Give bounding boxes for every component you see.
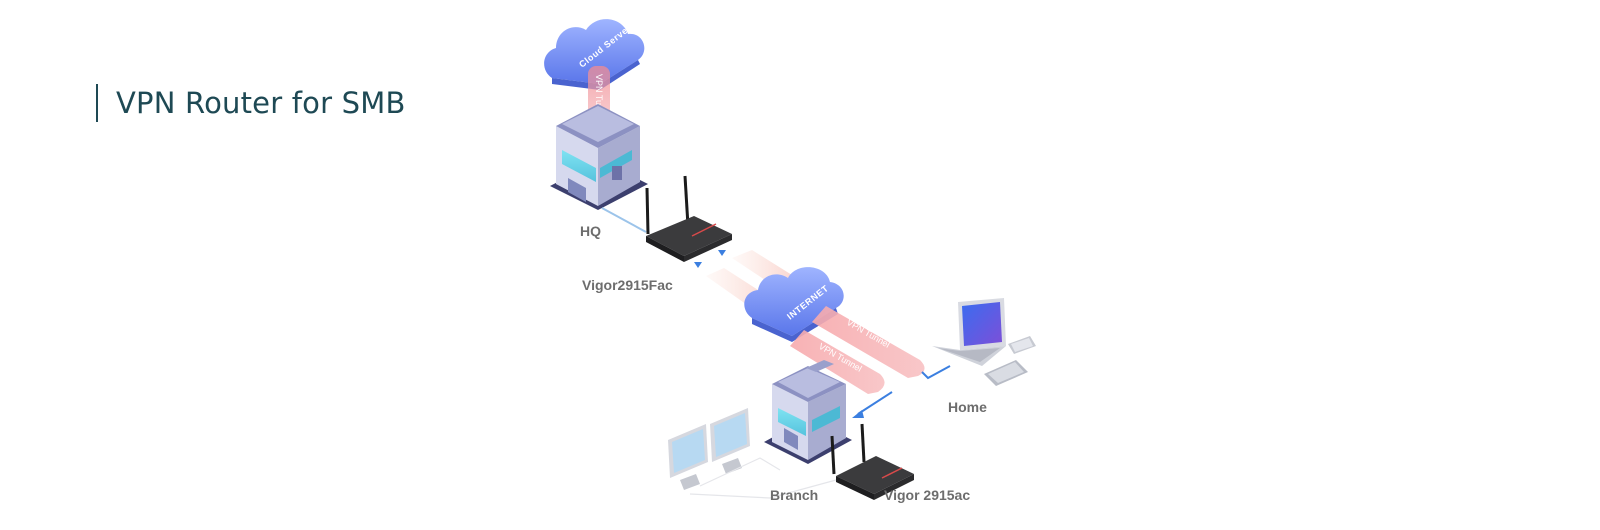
- monitor-icon: [668, 424, 708, 490]
- arrow-to-home: [921, 365, 951, 380]
- branch-router-label: Vigor 2915ac: [884, 487, 970, 503]
- title-block: VPN Router for SMB: [96, 84, 406, 122]
- arrow-to-hq-router: [694, 250, 726, 268]
- branch-devices: [668, 408, 837, 499]
- home-devices: [932, 298, 1036, 386]
- hq-router-label: Vigor2915Fac: [582, 277, 673, 293]
- cloud-icon: [544, 19, 645, 90]
- monitor-icon: [710, 408, 750, 474]
- tablet-icon: [1008, 336, 1036, 354]
- home-label: Home: [948, 399, 987, 415]
- page-title: VPN Router for SMB: [116, 86, 406, 120]
- hq-label: HQ: [580, 223, 601, 239]
- hq-cable: [601, 207, 647, 233]
- building-icon: [764, 360, 852, 464]
- branch-label: Branch: [770, 487, 818, 503]
- router-icon: [830, 423, 914, 500]
- cloud-server: Cloud Server: [544, 19, 645, 90]
- arrow-to-branch: [852, 391, 893, 418]
- vpn-tunnel-top-label: VPN Tunnel: [594, 74, 604, 122]
- router-icon: [645, 175, 732, 262]
- tablet-icon: [984, 360, 1028, 386]
- building-icon: [550, 104, 648, 210]
- laptop-icon: [932, 298, 1006, 366]
